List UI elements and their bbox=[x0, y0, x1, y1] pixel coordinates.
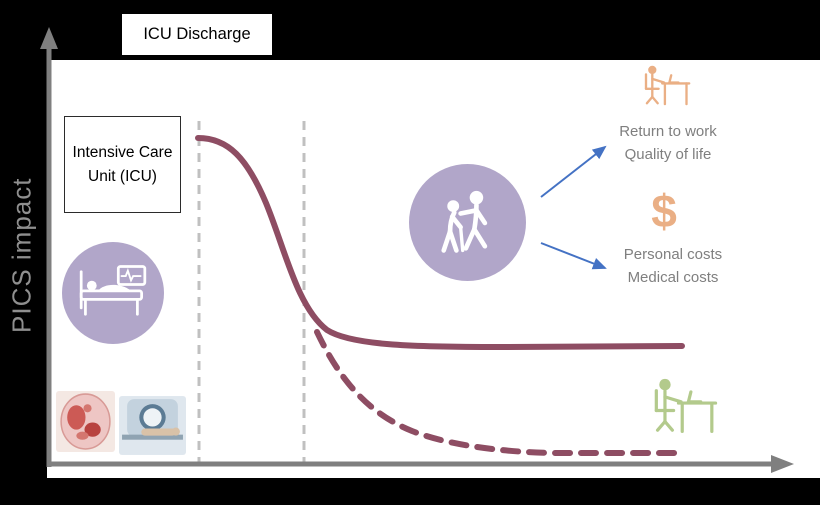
y-axis-label: PICS impact bbox=[6, 177, 37, 333]
icu-discharge-label: ICU Discharge bbox=[122, 14, 272, 55]
x-axis-arrowhead bbox=[771, 455, 794, 473]
quality-of-life-label: Quality of life bbox=[624, 146, 712, 163]
hospital-bed-icon bbox=[79, 265, 147, 316]
recovered-worker-icon bbox=[644, 374, 718, 447]
dashed-decline-curve bbox=[314, 329, 687, 457]
personal-costs-label: Personal costs bbox=[623, 246, 723, 263]
medical-costs-label: Medical costs bbox=[627, 269, 719, 286]
solid-recovery-curve bbox=[195, 135, 685, 351]
brain-scan-image bbox=[56, 391, 115, 452]
work-outcomes: Return to work Quality of life bbox=[598, 120, 738, 166]
arrow-to-cost-outcomes bbox=[540, 242, 607, 270]
icu-circle bbox=[62, 242, 164, 344]
return-to-work-label: Return to work bbox=[619, 123, 717, 140]
icu-box-label: Intensive Care Unit (ICU) bbox=[72, 144, 173, 185]
walking-assist-icon bbox=[440, 190, 487, 253]
return-to-work-icon bbox=[637, 62, 691, 117]
y-axis-arrowhead bbox=[40, 27, 58, 49]
dollar-icon: $ bbox=[651, 185, 677, 237]
cost-outcomes: Personal costs Medical costs bbox=[598, 243, 748, 289]
patient-scan-image bbox=[119, 396, 186, 455]
icu-box: Intensive Care Unit (ICU) bbox=[64, 116, 181, 213]
rehab-circle bbox=[409, 164, 526, 281]
arrow-to-work-outcomes bbox=[540, 145, 607, 198]
